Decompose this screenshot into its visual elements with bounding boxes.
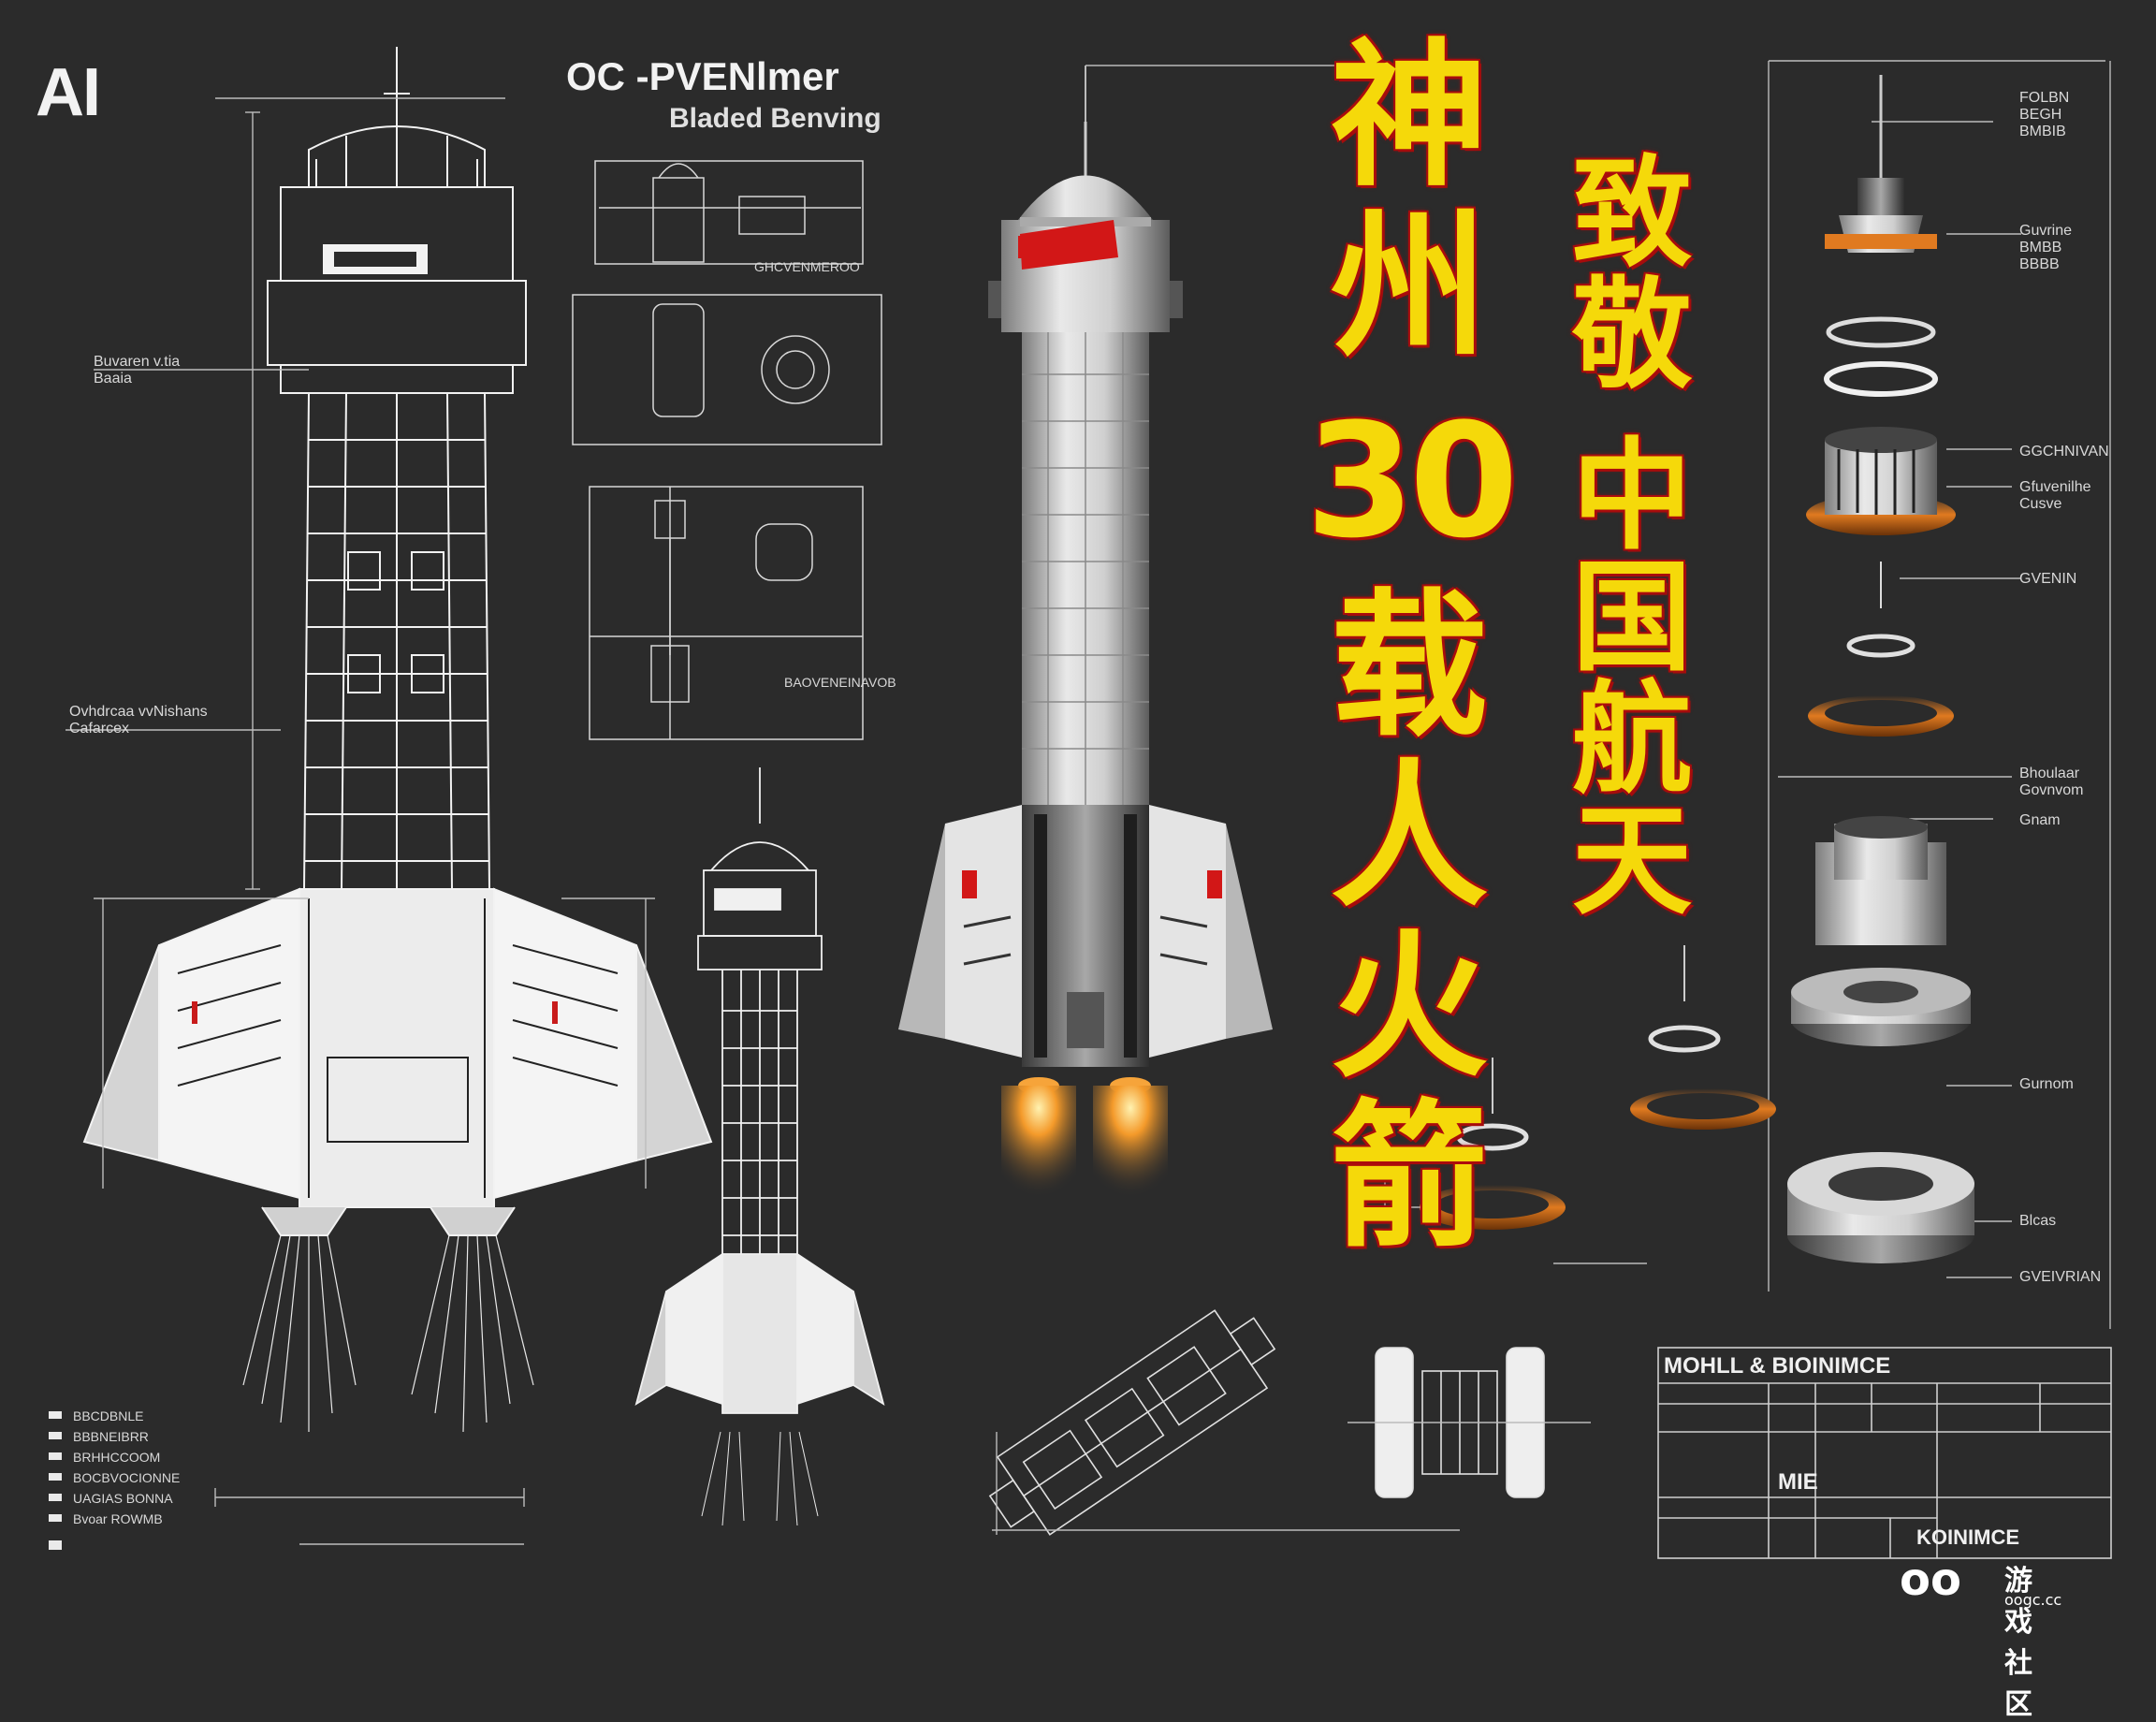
left-wireframe-rocket: [66, 47, 713, 1545]
middle-wireframe-rocket: [634, 767, 885, 1526]
headline-char: 敬: [1572, 266, 1693, 405]
watermark-name: 游戏社区: [2004, 1565, 2032, 1721]
watermark: oo 游戏社区 oogc.cc: [1900, 1554, 2061, 1721]
watermark-url: oogc.cc: [2004, 1591, 2062, 1609]
headline-char: 神: [1330, 24, 1488, 208]
annotation-label: GHCVENMEROO: [754, 259, 860, 274]
headline-char: 致: [1572, 144, 1693, 284]
blueprint-title: OC -PVENlmer: [566, 54, 839, 98]
rendered-rocket: [898, 65, 1404, 1198]
poster: AI OC -PVENlmer Bladed Benving 神 州 30 载 …: [36, 24, 2112, 1721]
blueprint-subtitle: Bladed Benving: [669, 103, 881, 134]
headline-char: 天: [1572, 792, 1693, 931]
headline-char: 州: [1330, 195, 1488, 378]
part-label: Gnam: [2019, 812, 2061, 828]
watermark-logo-icon: oo: [1900, 1554, 1961, 1606]
small-blueprint-blocks: [572, 160, 882, 740]
annotation-label: BAOVENEINAVOB: [784, 675, 896, 690]
headline-char: 火: [1330, 915, 1488, 1099]
title-block-title: MOHLL & BIOINIMCE: [1664, 1353, 1891, 1379]
part-label: GGCHNIVAN: [2019, 444, 2109, 460]
legend-bullets: [49, 1411, 62, 1550]
headline-number: 30: [1305, 389, 1519, 573]
exploded-parts: [1384, 60, 2111, 1329]
headline-char: 箭: [1330, 1086, 1488, 1269]
title-block-foot: KOINIMCE: [1916, 1525, 2019, 1549]
part-label: Gurnom: [2019, 1076, 2074, 1092]
ai-badge: AI: [36, 55, 101, 130]
headline-tribute: 致 敬 中 国 航 天: [1572, 154, 1692, 924]
headline-char: 航: [1572, 670, 1693, 810]
blueprint-drawing: [49, 47, 2112, 1559]
headline-shenzhou: 神 州 30 载 人 火 箭: [1305, 24, 1519, 1269]
part-label: GVENIN: [2019, 571, 2077, 587]
part-label: Blcas: [2019, 1213, 2057, 1229]
title-block-mid: MIE: [1778, 1469, 1818, 1495]
headline-char: 载: [1330, 575, 1488, 758]
headline-char: 人: [1330, 745, 1488, 928]
headline-char: 国: [1572, 548, 1693, 688]
headline-char: 中: [1572, 427, 1693, 566]
part-label: GVEIVRIAN: [2019, 1269, 2102, 1285]
bottom-wireframes: [988, 1309, 1591, 1536]
title-block-table: [1657, 1347, 2112, 1559]
